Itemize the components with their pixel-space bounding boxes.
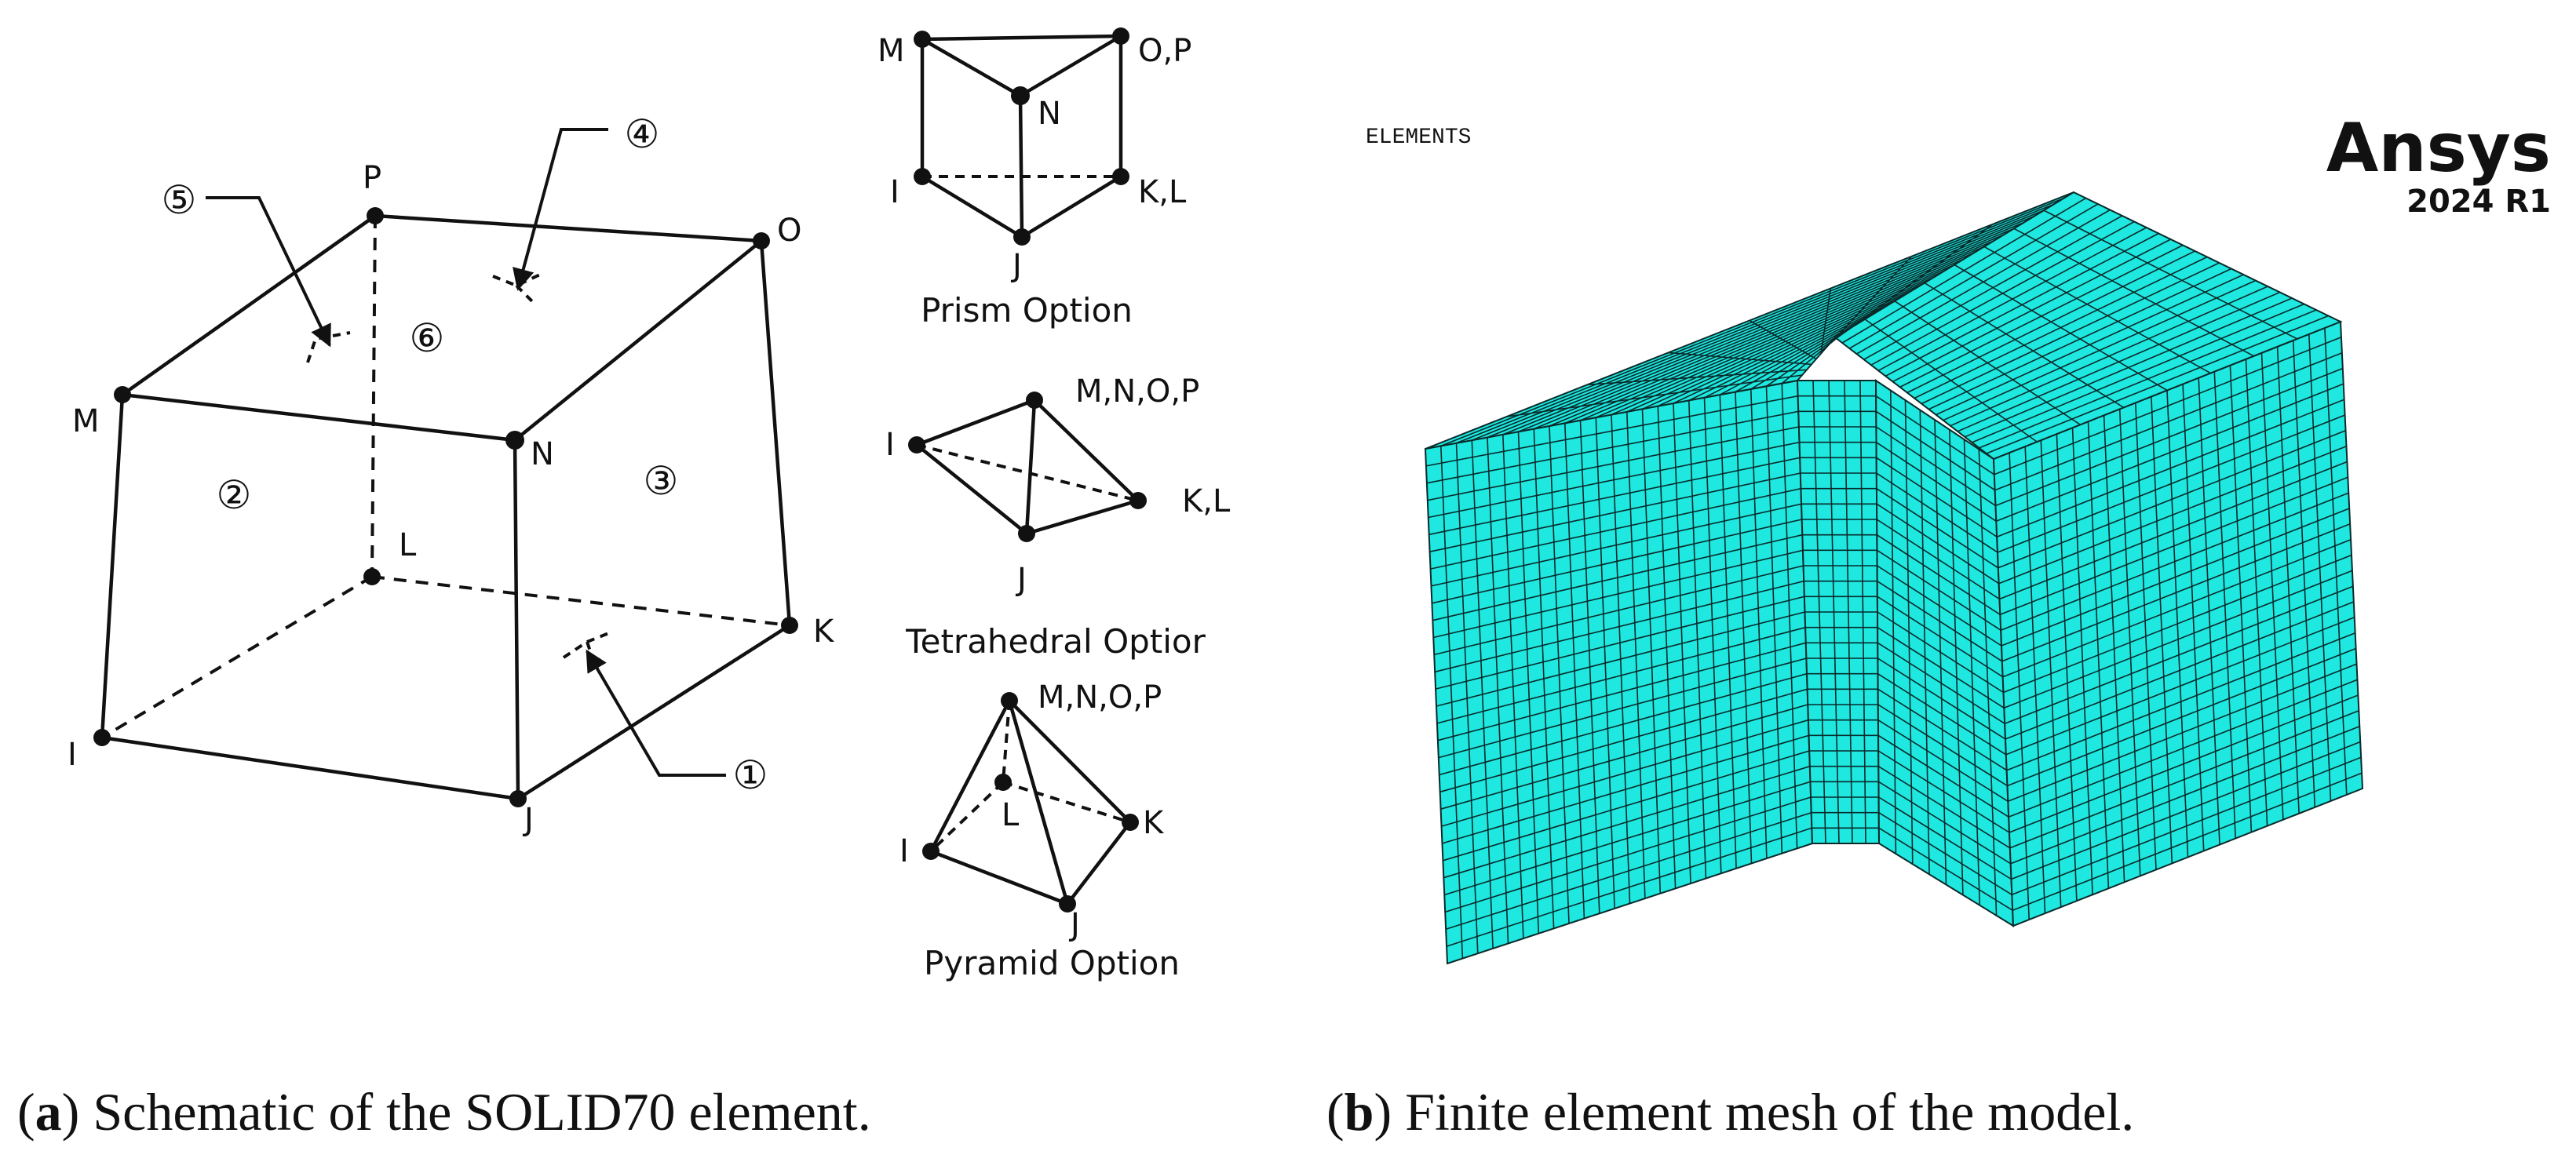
- face-number-6: ⑥: [410, 315, 445, 361]
- tetra-node-kl: [1129, 492, 1147, 509]
- tetra-label-i: I: [885, 427, 895, 463]
- mesh-lines-right: [1994, 327, 2363, 920]
- panel-b-mesh: ELEMENTS Ansys 2024 R1 (b) Finite elemen…: [1326, 109, 2551, 1142]
- pyramid-label-mnop: M,N,O,P: [1038, 679, 1162, 716]
- tetra-node-j: [1018, 525, 1035, 542]
- node-i: [93, 729, 111, 746]
- edge-kj: [516, 623, 792, 801]
- pyramid-label-l: L: [1002, 797, 1020, 833]
- label-node-n: N: [531, 436, 554, 472]
- tetra-label-mnop: M,N,O,P: [1075, 373, 1199, 410]
- mesh-lines-notch-r: [1875, 390, 2013, 916]
- node-k: [781, 617, 798, 634]
- tetra-label-j: J: [1015, 562, 1027, 598]
- label-node-j: J: [522, 802, 534, 838]
- label-node-o: O: [777, 213, 801, 249]
- brand-version: 2024 R1: [2406, 184, 2551, 220]
- front-face: [100, 392, 520, 801]
- prism-option: M O,P N I K,L J Prism Option: [878, 27, 1191, 330]
- prism-label-op: O,P: [1138, 33, 1191, 69]
- face1-marker: [562, 631, 611, 666]
- pyramid-node-mnop: [1001, 692, 1018, 709]
- prism-option-title: Prism Option: [921, 291, 1133, 330]
- prism-edge-nj: [1018, 93, 1024, 239]
- prism-node-i: [914, 168, 931, 185]
- pyramid-option: M,N,O,P L K I J Pyramid Option: [899, 679, 1180, 982]
- tetrahedral-option: M,N,O,P I K,L J Tetrahedral Optior: [885, 373, 1231, 661]
- pyramid-option-title: Pyramid Option: [924, 944, 1180, 982]
- plot-title: ELEMENTS: [1366, 126, 1471, 150]
- prism-node-j: [1013, 228, 1031, 246]
- caption-a: (a) Schematic of the SOLID70 element.: [17, 1082, 871, 1142]
- tetra-edge-mj: [1024, 398, 1037, 536]
- hidden-edge-lk: [371, 575, 790, 627]
- label-node-p: P: [363, 160, 381, 196]
- label-node-m: M: [72, 403, 100, 439]
- tetra-option-title: Tetrahedral Optior: [905, 622, 1206, 661]
- label-node-k: K: [813, 614, 835, 650]
- face4-marker: [492, 273, 541, 304]
- pyramid-edge-mj: [1007, 698, 1070, 906]
- mesh-lines-left: [1425, 383, 1812, 959]
- node-l: [363, 568, 381, 585]
- node-o: [753, 232, 770, 250]
- mesh-lines-top-r: [1841, 197, 2329, 454]
- face-number-2: ②: [217, 472, 252, 518]
- node-j: [509, 790, 527, 807]
- pyramid-node-i: [922, 843, 940, 860]
- prism-label-kl: K,L: [1138, 174, 1187, 210]
- leader-face4: [513, 128, 608, 291]
- pyramid-label-k: K: [1143, 805, 1165, 841]
- prism-label-n: N: [1038, 96, 1061, 132]
- hidden-edge-li: [100, 575, 374, 739]
- tetra-node-mnop: [1026, 392, 1043, 409]
- caption-b: (b) Finite element mesh of the model.: [1326, 1082, 2134, 1142]
- leader-face5: [206, 196, 331, 348]
- node-m: [114, 386, 131, 403]
- mesh-lines-top-l: [1440, 197, 2064, 447]
- edge-ok: [759, 239, 792, 628]
- face-number-5: ⑤: [162, 177, 197, 223]
- prism-node-m: [914, 31, 931, 48]
- caption-b-text: Finite element mesh of the model.: [1405, 1082, 2134, 1142]
- panel-a-schematic: I J K L M N O P ① ② ③ ④ ⑤ ⑥: [17, 27, 1231, 1142]
- hex-element: I J K L M N O P ① ② ③ ④ ⑤ ⑥: [68, 111, 835, 838]
- caption-a-text: Schematic of the SOLID70 element.: [93, 1082, 870, 1142]
- tetra-label-kl: K,L: [1182, 483, 1231, 519]
- face-number-4: ④: [625, 111, 660, 157]
- mesh-grid-lines: [1425, 197, 2363, 959]
- prism-node-op: [1112, 27, 1129, 45]
- prism-label-m: M: [878, 33, 905, 69]
- leader-face1: [586, 649, 726, 777]
- pyramid-node-j: [1059, 895, 1076, 913]
- prism-node-n: [1011, 86, 1030, 105]
- prism-label-j: J: [1010, 248, 1022, 284]
- prism-label-i: I: [890, 174, 899, 210]
- pyramid-label-j: J: [1068, 907, 1080, 943]
- mesh-lines-notch-l: [1797, 380, 1879, 844]
- brand-name: Ansys: [2326, 109, 2551, 188]
- pyramid-node-l: [994, 774, 1012, 791]
- tetra-hidden-edge: [916, 443, 1139, 502]
- pyramid-node-k: [1122, 814, 1139, 831]
- pyramid-outline: [929, 698, 1133, 906]
- caption-b-letter: b: [1345, 1082, 1374, 1142]
- fe-mesh: [1424, 191, 2364, 965]
- node-p: [367, 207, 384, 224]
- label-node-l: L: [399, 527, 417, 563]
- node-n: [505, 431, 524, 450]
- face-number-1: ①: [733, 752, 768, 798]
- face-number-3: ③: [644, 458, 679, 504]
- prism-outline: [920, 34, 1123, 239]
- face5-marker: [306, 331, 351, 363]
- tetra-node-i: [908, 436, 925, 454]
- caption-a-letter: a: [35, 1082, 62, 1142]
- hidden-edge-pl: [370, 215, 377, 577]
- prism-node-kl: [1112, 168, 1129, 185]
- pyramid-label-i: I: [899, 833, 909, 869]
- top-face-edges: [120, 213, 764, 443]
- label-node-i: I: [68, 737, 77, 773]
